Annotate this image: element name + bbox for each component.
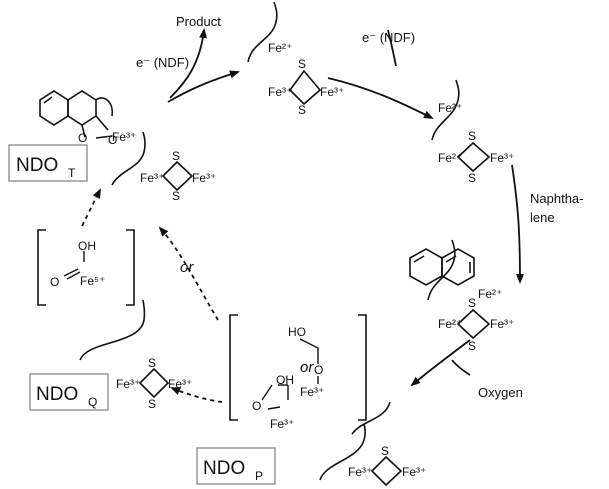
o-label: O — [108, 133, 117, 147]
protein-curve — [427, 239, 456, 301]
o-label: O — [78, 131, 87, 145]
arrow-oxygen — [410, 339, 471, 387]
ndo-q-sub: Q — [88, 395, 97, 409]
protein-curve — [79, 299, 146, 361]
s-label: S — [148, 356, 156, 370]
s-label: S — [298, 103, 306, 117]
protein-curve — [111, 131, 146, 186]
bracket-right — [126, 229, 135, 306]
o-label: O — [50, 275, 59, 289]
oh-label: OH — [78, 239, 96, 253]
naphthalene-label-l2: lene — [530, 210, 555, 225]
arrow-or-path — [158, 226, 219, 321]
fe3-label: Fe³⁺ — [490, 151, 514, 165]
naphthalene-label-l1: Naphtha- — [530, 191, 583, 206]
arrow-reduction-2 — [327, 77, 434, 119]
ndo-p-sub: P — [255, 469, 263, 483]
electron-label-2: e⁻ (NDF) — [362, 30, 415, 45]
s-label: S — [381, 444, 389, 458]
arrow-reduction-1 — [167, 70, 240, 103]
bracket-left — [229, 314, 238, 421]
fe2-label: Fe²⁺ — [268, 41, 292, 55]
oh-label: OH — [276, 373, 294, 387]
fe3-label: Fe³⁺ — [112, 130, 136, 144]
cluster-bond — [288, 69, 322, 106]
cluster-bond — [456, 141, 491, 173]
bracket-left — [37, 229, 46, 306]
fe3-label: Fe³⁺ — [116, 377, 140, 391]
fe3-label: Fe³⁺ — [300, 385, 324, 399]
electron-label-1: e⁻ (NDF) — [136, 55, 189, 70]
fe3-label: Fe³⁺ — [268, 85, 292, 99]
protein-curve — [319, 423, 366, 481]
arrow-naphthalene — [511, 164, 524, 284]
protein-curve — [431, 79, 460, 141]
fe3-label: Fe³⁺ — [192, 171, 216, 185]
or-label: or — [180, 259, 194, 276]
s-label: S — [172, 189, 180, 203]
fe3-label: Fe³⁺ — [270, 417, 294, 431]
s-label: S — [298, 57, 306, 71]
ho-label: HO — [288, 325, 306, 339]
ndo-q-main: NDO — [36, 384, 78, 405]
ndo-p-main: NDO — [203, 458, 245, 479]
s-label: S — [148, 397, 156, 411]
fe3-label: Fe³⁺ — [320, 85, 344, 99]
product-label: Product — [176, 14, 221, 29]
bound-substrate — [39, 90, 114, 139]
cluster-bond — [161, 160, 194, 192]
protein-curve — [247, 1, 278, 63]
or-label-peroxo: or — [300, 359, 314, 376]
fe2-label: Fe²⁺ — [438, 317, 462, 331]
s-label: S — [468, 339, 476, 353]
cluster-bond — [370, 455, 403, 487]
o-label: O — [314, 363, 323, 377]
fe3-label: Fe³⁺ — [490, 317, 514, 331]
fe3-label: Fe³⁺ — [168, 377, 192, 391]
bracket-right — [358, 314, 367, 421]
o-label: O — [252, 399, 261, 413]
fe2-label: Fe²⁺ — [438, 101, 462, 115]
s-label: S — [468, 129, 476, 143]
naphthalene-molecule — [409, 248, 475, 286]
oxygen-label: Oxygen — [478, 385, 523, 400]
protein-curve — [351, 401, 391, 435]
fe3-label: Fe³⁺ — [402, 465, 426, 479]
fe2-label: Fe²⁺ — [438, 151, 462, 165]
ndo-t-main: NDO — [16, 155, 58, 176]
arrow-to-ndo-t — [81, 188, 101, 227]
arrow-to-ndo-q — [170, 387, 223, 403]
fe2-label: Fe²⁺ — [478, 287, 502, 301]
fe3-label: Fe³⁺ — [348, 465, 372, 479]
arrow-product — [169, 28, 208, 99]
fe5-label: Fe⁵⁺ — [80, 274, 105, 288]
fe3-label: Fe³⁺ — [140, 171, 164, 185]
s-label: S — [468, 171, 476, 185]
s-label: S — [172, 149, 180, 163]
ndo-t-sub: T — [68, 166, 76, 180]
s-label: S — [468, 296, 476, 310]
cluster-bond — [456, 308, 491, 340]
cluster-bond — [138, 367, 170, 399]
